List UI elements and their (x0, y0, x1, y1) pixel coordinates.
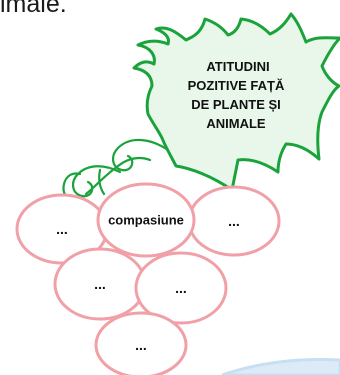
grape-label: ... (94, 276, 106, 292)
bubble-line: ATITUDINI (206, 59, 269, 74)
speech-bubble (132, 12, 340, 192)
grape-cluster: ... ... compasiune ... ... ... (15, 182, 281, 375)
bubble-text: ATITUDINI POZITIVE FAȚĂ DE PLANTE ȘI ANI… (188, 59, 285, 131)
grape-circle: ... (134, 251, 228, 325)
grape-circle: compasiune (96, 182, 196, 258)
bubble-line: POZITIVE FAȚĂ (188, 78, 285, 93)
grape-circle: ... (187, 185, 281, 257)
header-text: imale. (0, 0, 67, 18)
bubble-line: DE PLANTE ȘI (191, 97, 281, 112)
grape-circle: ... (94, 311, 188, 375)
grape-circle: ... (53, 247, 147, 321)
grape-label: ... (135, 337, 147, 353)
grape-label: ... (175, 280, 187, 296)
grape-label: ... (228, 213, 240, 229)
vine-tendrils (62, 138, 170, 204)
grape-label: ... (56, 221, 68, 237)
bubble-line: ANIMALE (206, 116, 266, 131)
grape-label: compasiune (108, 213, 184, 228)
bottom-wave (221, 358, 340, 375)
